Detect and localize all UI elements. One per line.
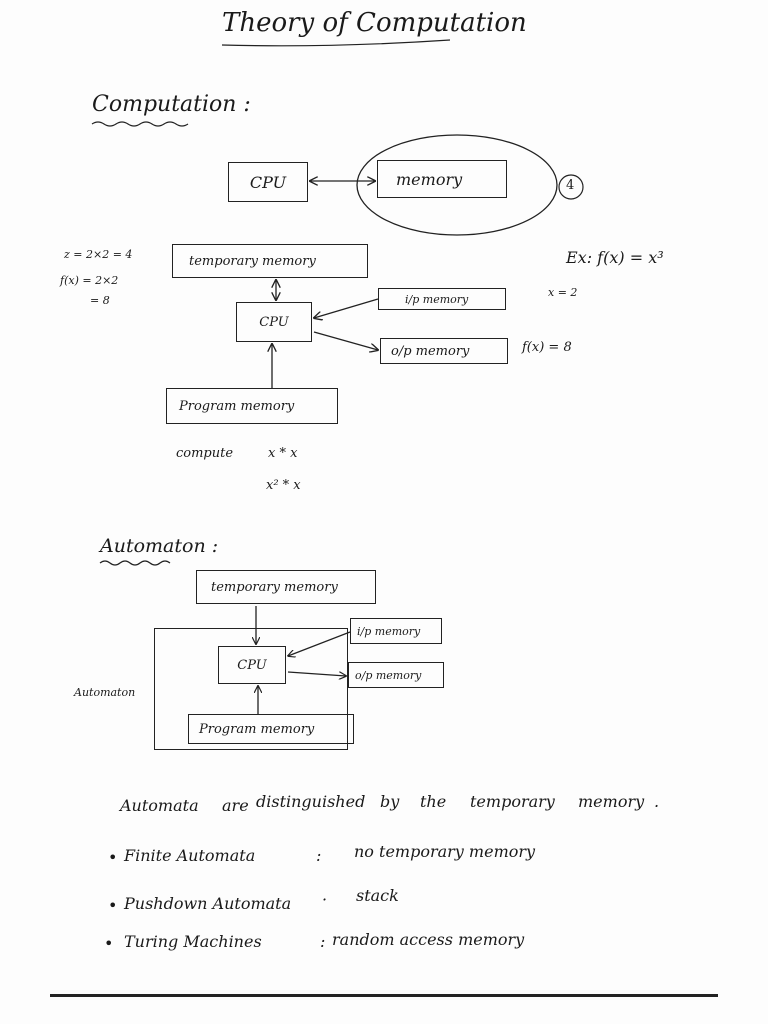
notes-word: distinguished xyxy=(256,792,366,811)
ip-memory-box: i/p memory xyxy=(378,288,506,310)
list-item-name: Finite Automata xyxy=(124,846,256,865)
automaton-cpu-box: CPU xyxy=(218,646,286,684)
page-bottom-rule xyxy=(50,994,718,997)
automaton-cpu-label: CPU xyxy=(237,657,267,673)
temporary-memory-label: temporary memory xyxy=(189,253,316,269)
memory-label: memory xyxy=(396,169,463,189)
automaton-program-memory-box: Program memory xyxy=(188,714,354,744)
list-bullet: • xyxy=(108,896,118,915)
list-item-desc: random access memory xyxy=(332,930,525,949)
program-memory-label: Program memory xyxy=(179,398,295,414)
cpu-box-top: CPU xyxy=(228,162,308,202)
list-bullet: • xyxy=(108,848,118,867)
side-calc-1: z = 2×2 = 4 xyxy=(64,248,133,261)
notes-word: temporary xyxy=(470,792,555,811)
automaton-op-memory-box: o/p memory xyxy=(348,662,444,688)
computation-heading: Computation : xyxy=(92,92,251,117)
x-value: x = 2 xyxy=(548,286,578,299)
notes-word: memory xyxy=(578,792,645,811)
automaton-boundary xyxy=(154,628,348,750)
automaton-program-memory-label: Program memory xyxy=(199,721,315,737)
notes-word: . xyxy=(654,792,660,811)
memory-box-top: memory xyxy=(377,160,507,198)
compute-label: compute xyxy=(176,446,234,461)
list-item-desc: no temporary memory xyxy=(354,842,536,861)
automaton-ip-memory-box: i/p memory xyxy=(350,618,442,644)
automaton-ip-memory-label: i/p memory xyxy=(357,624,421,638)
automaton-temporary-memory-box: temporary memory xyxy=(196,570,376,604)
example-formula: Ex: f(x) = x³ xyxy=(566,248,664,267)
page-number: 4 xyxy=(566,178,575,193)
side-calc-3: = 8 xyxy=(90,294,110,307)
side-calc-2: f(x) = 2×2 xyxy=(60,274,119,287)
ip-memory-label: i/p memory xyxy=(405,292,469,306)
notes-word: the xyxy=(420,792,447,811)
list-item-name: Turing Machines xyxy=(124,932,262,951)
list-item-name: Pushdown Automata xyxy=(124,894,292,913)
op-memory-box: o/p memory xyxy=(380,338,508,364)
cpu-label: CPU xyxy=(249,172,287,192)
program-memory-box: Program memory xyxy=(166,388,338,424)
list-item-desc: stack xyxy=(356,886,399,905)
cpu-box: CPU xyxy=(236,302,312,342)
page-title: Theory of Computation xyxy=(222,8,527,38)
automaton-side-label: Automaton xyxy=(74,686,136,699)
expr-2: x² * x xyxy=(266,478,301,493)
list-item-sep: : xyxy=(320,932,326,951)
cpu-label-2: CPU xyxy=(259,314,289,330)
op-memory-label: o/p memory xyxy=(391,343,470,359)
list-item-sep: : xyxy=(316,846,322,865)
expr-1: x * x xyxy=(268,446,298,461)
list-bullet: • xyxy=(104,934,114,953)
notes-word: are xyxy=(222,796,249,815)
automaton-op-memory-label: o/p memory xyxy=(355,668,422,682)
automaton-temporary-memory-label: temporary memory xyxy=(211,579,338,595)
temporary-memory-box: temporary memory xyxy=(172,244,368,278)
notes-word: by xyxy=(380,792,400,811)
notes-word: Automata xyxy=(120,796,199,815)
automaton-heading: Automaton : xyxy=(100,535,219,557)
list-item-sep: · xyxy=(322,890,328,909)
fx-value: f(x) = 8 xyxy=(522,340,572,355)
